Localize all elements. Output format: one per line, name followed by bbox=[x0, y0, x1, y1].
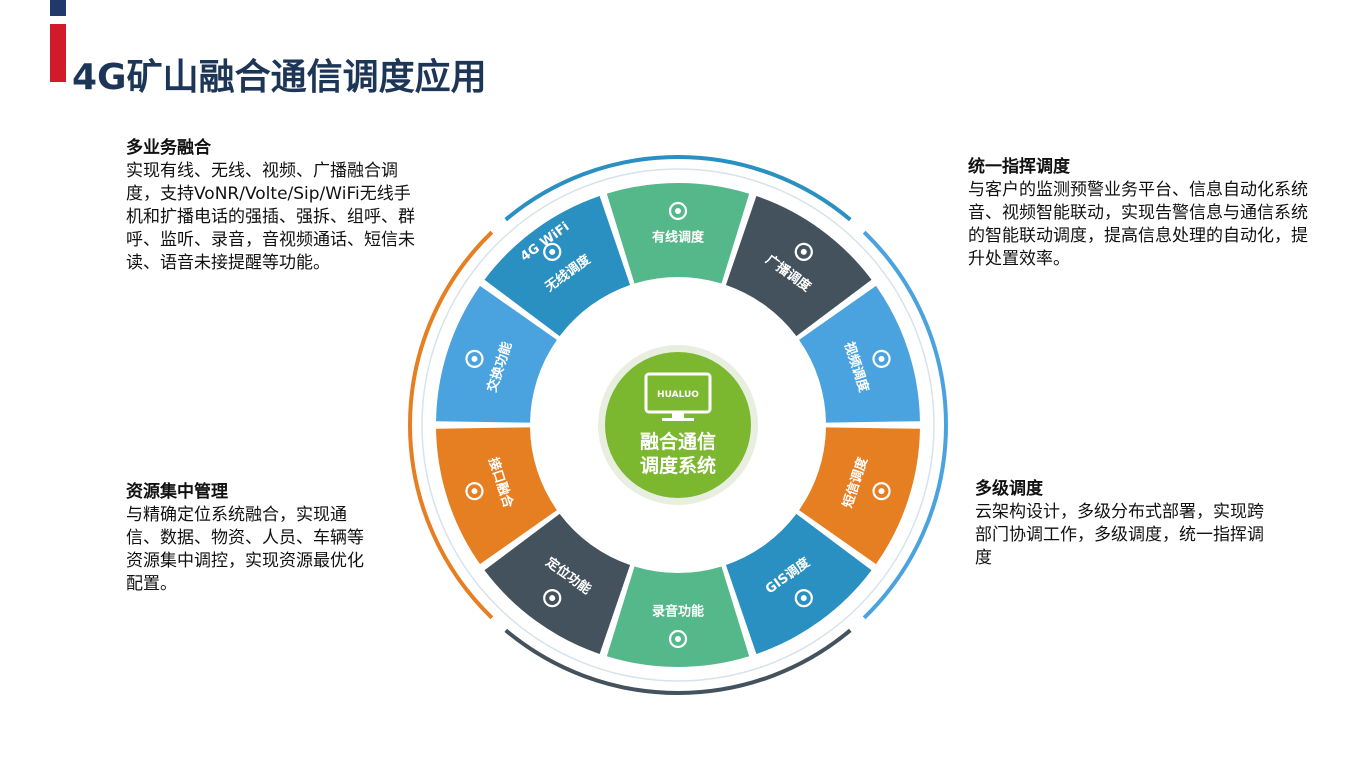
segment-7: 定位功能 bbox=[484, 513, 631, 654]
envelope-icon bbox=[872, 482, 891, 501]
camera-icon bbox=[872, 349, 891, 368]
segment-label: 录音功能 bbox=[652, 604, 704, 620]
segment-wedge bbox=[436, 427, 557, 565]
speaker-icon bbox=[794, 242, 813, 261]
segment-5: GIS调度 bbox=[725, 513, 872, 654]
segment-3: 视频调度 bbox=[799, 285, 920, 423]
segment-1: 有线调度 bbox=[606, 183, 750, 284]
wifi-icon bbox=[543, 242, 562, 261]
microphone-icon bbox=[668, 629, 688, 649]
telephone-icon bbox=[668, 201, 688, 221]
text-block-multi-level: 多级调度 云架构设计，多级分布式部署，实现跨部门协调工作，多级调度，统一指挥调度 bbox=[975, 478, 1275, 570]
segment-9: 交换功能 bbox=[436, 285, 557, 423]
outer-arc-4 bbox=[408, 230, 494, 620]
outer-arc-2 bbox=[862, 230, 948, 620]
segment-wedge bbox=[436, 285, 557, 423]
outer-ring bbox=[408, 155, 948, 695]
segment-wedge bbox=[799, 427, 920, 565]
guide-ring bbox=[421, 168, 935, 682]
segment-wedge bbox=[606, 566, 750, 667]
segment-wedge bbox=[484, 196, 631, 337]
segment-2: 广播调度 bbox=[725, 196, 872, 337]
block-body: 实现有线、无线、视频、广播融合调度，支持VoNR/Volte/Sip/WiFi无… bbox=[126, 161, 415, 273]
monitor-icon bbox=[644, 372, 712, 421]
segment-wedge bbox=[799, 285, 920, 423]
block-heading: 资源集中管理 bbox=[126, 482, 228, 502]
block-heading: 多业务融合 bbox=[126, 138, 211, 158]
block-body: 云架构设计，多级分布式部署，实现跨部门协调工作，多级调度，统一指挥调度 bbox=[975, 502, 1264, 568]
center-title-line1: 融合通信 bbox=[640, 430, 716, 453]
segment-8: 接口融合 bbox=[436, 427, 557, 565]
text-block-resource-management: 资源集中管理 与精确定位系统融合，实现通信、数据、物资、人员、车辆等资源集中调控… bbox=[126, 481, 376, 596]
segment-4: 短信调度 bbox=[799, 427, 920, 565]
link-icon bbox=[465, 482, 484, 501]
outer-arc-3 bbox=[504, 628, 852, 695]
screen-label: HUALUO bbox=[657, 390, 699, 400]
center-title-line2: 调度系统 bbox=[640, 454, 716, 477]
accent-bar-top bbox=[50, 0, 66, 16]
center-hub: HUALUO 融合通信 调度系统 bbox=[598, 345, 758, 505]
location-icon bbox=[543, 589, 562, 608]
accent-bar-red bbox=[50, 24, 66, 82]
center-circle bbox=[605, 352, 751, 498]
segment-6: 录音功能 bbox=[606, 566, 750, 667]
text-block-multi-business: 多业务融合 实现有线、无线、视频、广播融合调度，支持VoNR/Volte/Sip… bbox=[126, 137, 416, 275]
block-body: 与精确定位系统融合，实现通信、数据、物资、人员、车辆等资源集中调控，实现资源最优… bbox=[126, 505, 364, 594]
block-heading: 多级调度 bbox=[975, 479, 1043, 499]
segment-wedge bbox=[606, 183, 750, 284]
gis-icon bbox=[794, 589, 813, 608]
block-body: 与客户的监测预警业务平台、信息自动化系统音、视频智能联动，实现告警信息与通信系统… bbox=[968, 180, 1308, 269]
segment-wedge bbox=[725, 513, 872, 654]
block-heading: 统一指挥调度 bbox=[968, 157, 1070, 177]
segment-wedge bbox=[725, 196, 872, 337]
page-title: 4G矿山融合通信调度应用 bbox=[72, 57, 487, 98]
segment-label: 有线调度 bbox=[652, 230, 705, 246]
text-block-unified-command: 统一指挥调度 与客户的监测预警业务平台、信息自动化系统音、视频智能联动，实现告警… bbox=[968, 156, 1308, 271]
outer-arc-1 bbox=[504, 155, 852, 222]
refresh-icon bbox=[465, 349, 484, 368]
segment-wedge bbox=[484, 513, 631, 654]
